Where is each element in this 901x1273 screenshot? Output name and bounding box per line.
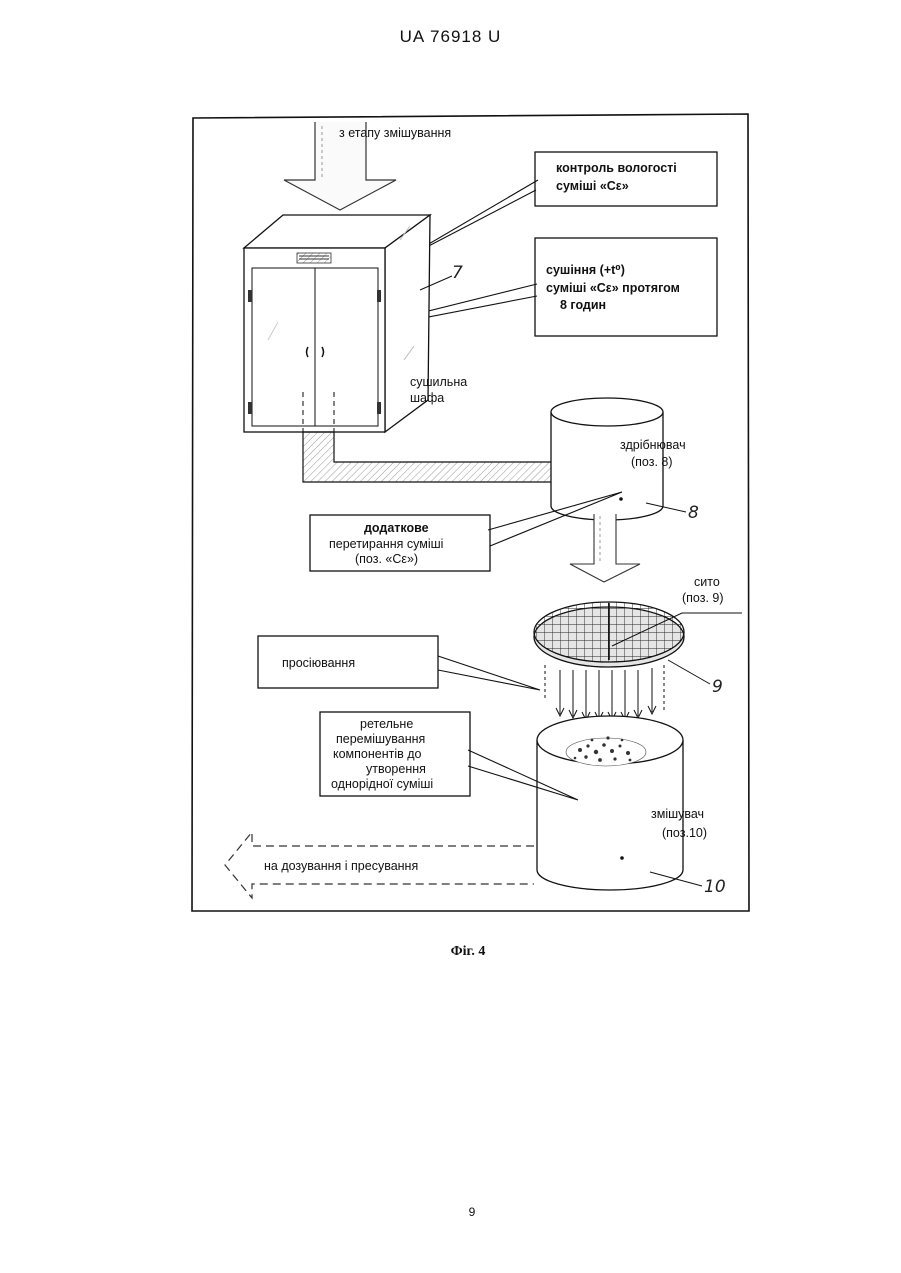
grinder-label-1: здрібнювач [620,438,686,452]
mixing-line-3: компонентів до [333,747,422,761]
sieve-number: 9 [712,677,723,697]
to-dosing-label: на дозування і пресування [264,859,418,873]
from-mixing-label: з етапу змішування [339,126,451,140]
moisture-box-line-2: суміші «Cε» [556,179,629,193]
sieve-label-1: сито [694,575,720,589]
regrind-line-2: перетирання суміші [329,537,443,551]
mixer-label-1: змішувач [651,807,704,821]
figure-caption: Фіг. 4 [0,944,901,960]
sifting-label: просіювання [282,656,355,670]
grinder-to-sieve-arrow [570,514,640,582]
mixing-line-4: утворення [366,762,426,776]
drying-box-line-1: сушіння (+t⁰) [546,263,625,277]
mixing-line-2: перемішування [336,732,425,746]
mixing-line-5: однорідної суміші [331,777,433,791]
cabinet-label-2: шафа [410,391,444,405]
regrind-line-1: додаткове [364,521,429,535]
sieve-label-2: (поз. 9) [682,591,724,605]
regrind-line-3: (поз. «Cε») [355,552,418,566]
mixer-label-2: (поз.10) [662,826,707,840]
page-number: 9 [0,1205,901,1219]
moisture-box-line-1: контроль вологості [556,161,677,175]
cabinet-number: 7 [452,263,463,283]
sieve [534,602,684,667]
cabinet-label-1: сушильна [410,375,467,389]
drying-box-line-2: суміші «Cε» протягом [546,281,680,295]
sifting-arrows [545,665,664,720]
drying-cabinet [244,215,430,432]
mixer-number: 10 [704,877,726,897]
mixer-cylinder [537,716,683,890]
mixing-line-1: ретельне [360,717,413,731]
grinder-number: 8 [688,503,699,523]
drying-box-line-3: 8 годин [560,298,606,312]
grinder-label-2: (поз. 8) [631,455,673,469]
